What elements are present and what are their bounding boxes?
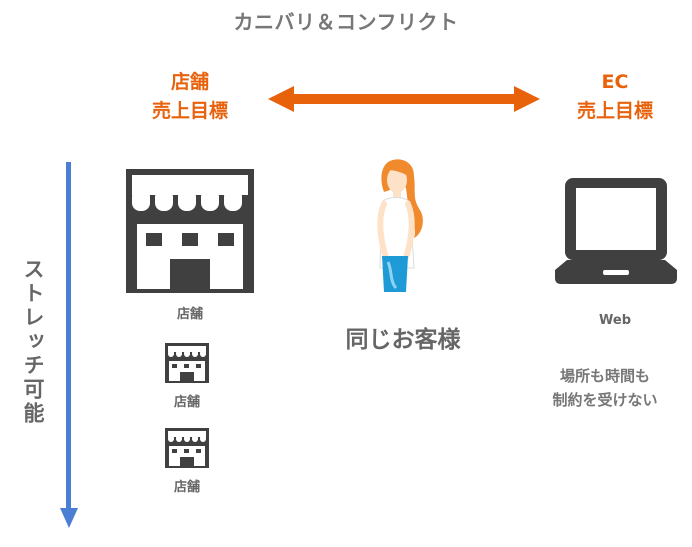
store-icon-small-2 [165, 428, 209, 468]
store-icon-small-1 [165, 343, 209, 383]
store-goal-line2: 売上目標 [151, 100, 228, 122]
stretch-vertical-label: ストレッチ可能 [21, 258, 45, 426]
store-icon-large [126, 169, 254, 293]
conflict-double-arrow [268, 86, 540, 112]
web-note-line2: 制約を受けない [552, 391, 658, 409]
store-label-2: 店舗 [173, 395, 200, 410]
web-note: 場所も時間も 制約を受けない [530, 364, 680, 412]
customer-label: 同じお客様 [345, 327, 461, 353]
ec-goal-line1: EC [601, 71, 629, 93]
laptop-icon [555, 178, 677, 284]
customer-figure-icon [377, 159, 423, 292]
stretch-down-arrow [60, 162, 78, 528]
web-note-line1: 場所も時間も [559, 367, 650, 385]
store-goal-label: 店舗 売上目標 [120, 68, 260, 126]
store-label-1: 店舗 [176, 307, 203, 322]
ec-goal-label: EC 売上目標 [545, 68, 685, 126]
diagram-title: カニバリ＆コンフリクト [233, 10, 459, 34]
web-label: Web [599, 313, 631, 328]
ec-goal-line2: 売上目標 [576, 100, 653, 122]
store-label-3: 店舗 [173, 480, 200, 495]
store-goal-line1: 店舗 [170, 71, 209, 93]
